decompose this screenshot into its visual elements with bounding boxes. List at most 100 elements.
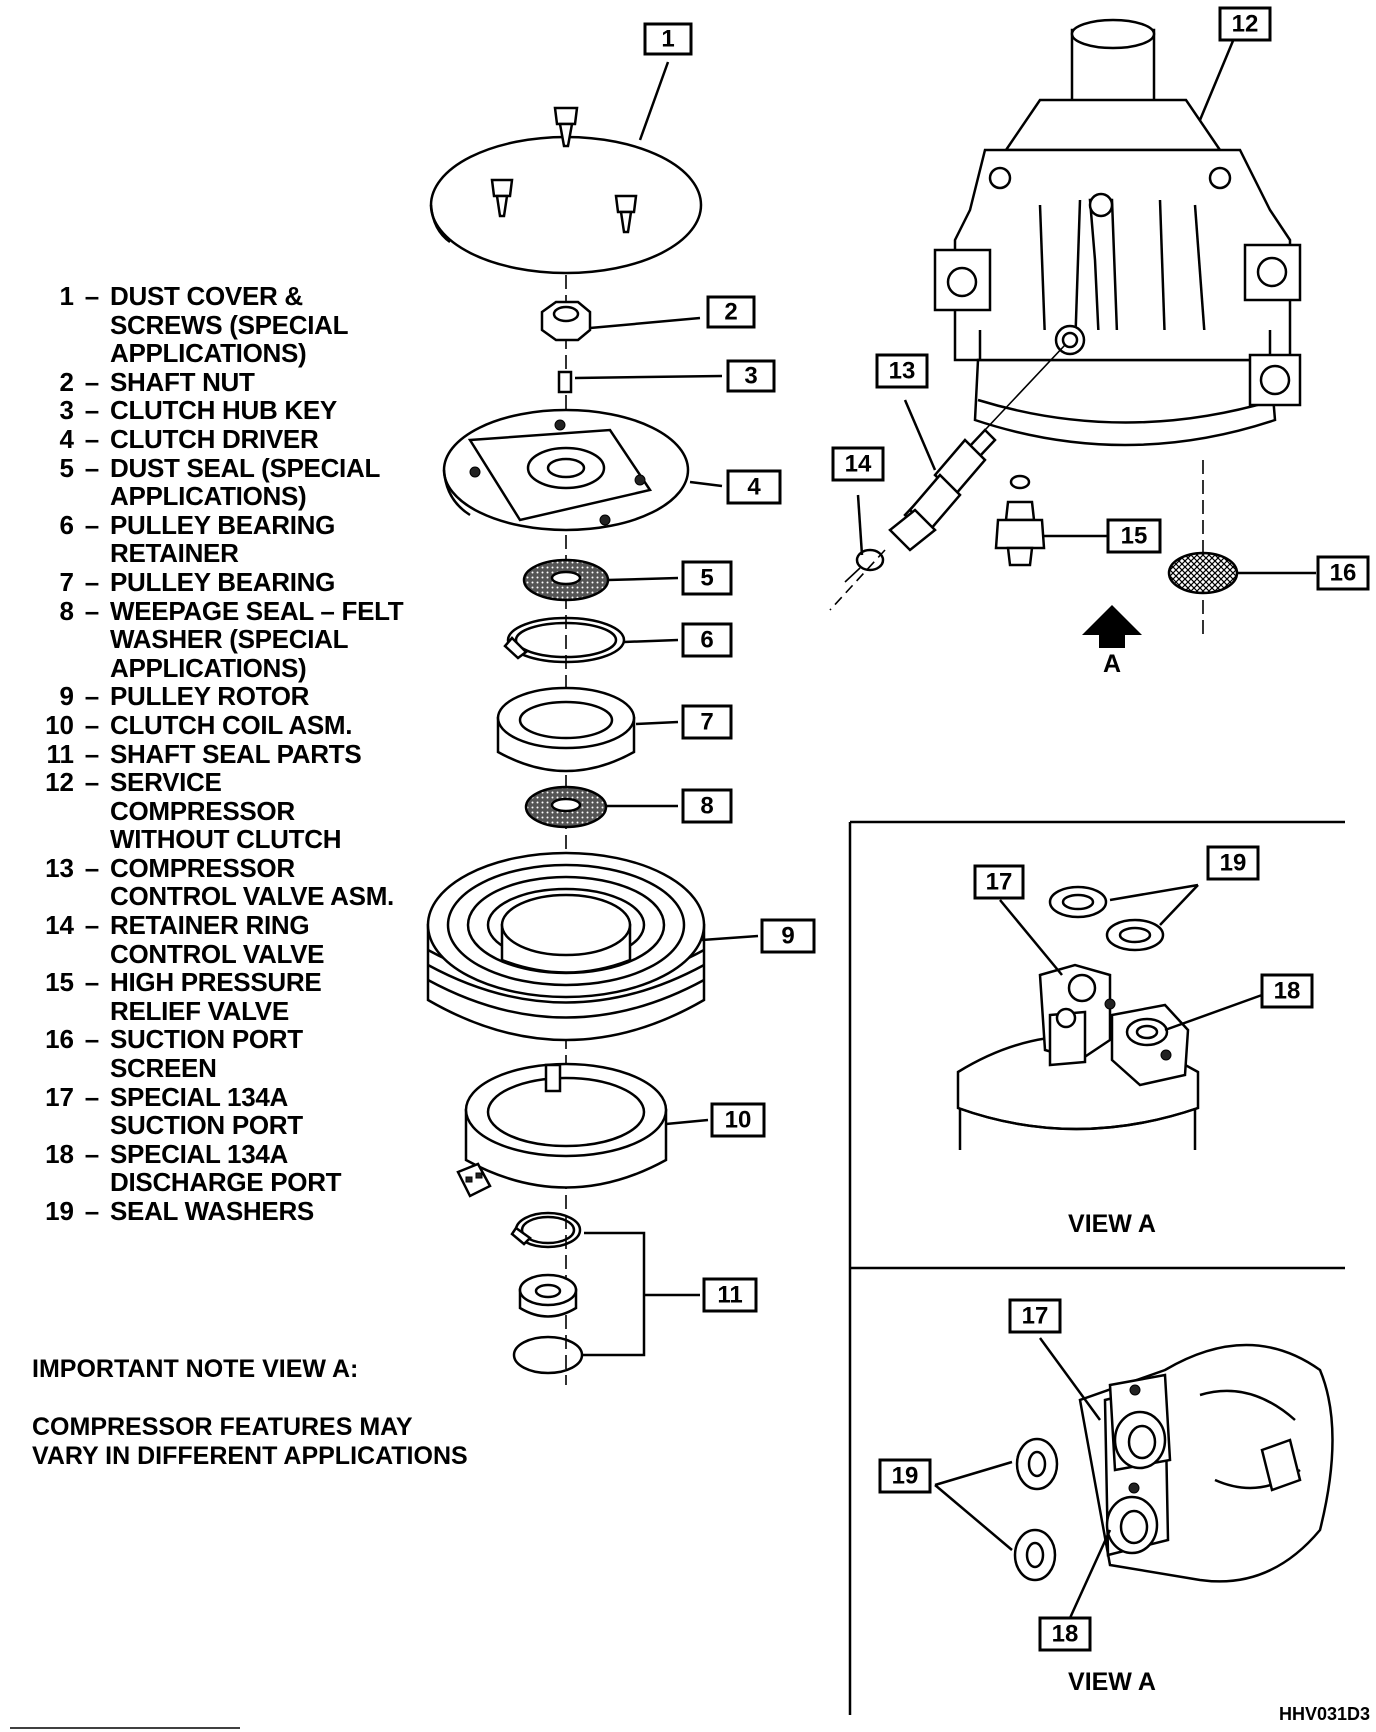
legend-number: 13 [45, 852, 74, 883]
callout-3: 3 [726, 359, 776, 393]
svg-text:2: 2 [724, 299, 737, 326]
view-frames [848, 820, 1345, 1715]
important-note: IMPORTANT NOTE VIEW A: COMPRESSOR FEATUR… [32, 1355, 468, 1471]
callout-19-bottom: 19 [878, 1458, 932, 1494]
legend-text: SERVICE COMPRESSOR WITHOUT CLUTCH [110, 767, 342, 855]
svg-text:16: 16 [1330, 560, 1357, 587]
note-body: COMPRESSOR FEATURES MAY VARY IN DIFFEREN… [32, 1413, 468, 1470]
legend-dash: – [84, 452, 100, 483]
hub-key-part [557, 370, 573, 394]
legend-text: SEAL WASHERS [110, 1196, 314, 1226]
legend-text: DUST SEAL (SPECIAL APPLICATIONS) [110, 452, 381, 512]
legend-number: 9 [59, 681, 74, 712]
legend-dash: – [84, 681, 100, 712]
screen-part [1167, 551, 1239, 595]
view-a-bottom-drawing [1013, 1343, 1334, 1583]
legend-text: COMPRESSOR CONTROL VALVE ASM. [110, 852, 394, 912]
clutch-driver-part [442, 408, 690, 532]
legend-dash: – [84, 423, 100, 454]
legend-number: 18 [45, 1138, 74, 1169]
callout-5: 5 [681, 560, 733, 596]
legend-number: 6 [59, 509, 74, 540]
legend-item: 13–COMPRESSOR CONTROL VALVE ASM. [30, 854, 450, 911]
svg-text:7: 7 [700, 709, 713, 736]
svg-text:6: 6 [700, 627, 713, 654]
legend-item: 8–WEEPAGE SEAL – FELT WASHER (SPECIAL AP… [30, 595, 450, 683]
legend-item: 14–RETAINER RING CONTROL VALVE [30, 911, 450, 968]
drawing-code: HHV031D3 [1279, 1704, 1370, 1724]
legend-text: DUST COVER & SCREWS (SPECIAL APPLICATION… [110, 281, 349, 369]
legend-number: 5 [59, 452, 74, 483]
callout-8: 8 [681, 788, 733, 824]
callout-1: 1 [643, 22, 693, 56]
svg-text:14: 14 [845, 451, 872, 478]
callout-16: 16 [1316, 555, 1370, 591]
legend-item: 2–SHAFT NUT [30, 368, 450, 397]
legend-number: 2 [59, 366, 74, 397]
legend-number: 15 [45, 967, 74, 998]
legend-text: CLUTCH HUB KEY [110, 395, 337, 426]
pulley-rotor-part [426, 851, 706, 1042]
svg-text:17: 17 [986, 869, 1013, 896]
callout-12: 12 [1218, 6, 1272, 42]
legend-dash: – [84, 281, 100, 311]
callout-19-top: 19 [1206, 845, 1260, 881]
legend-item: 10–CLUTCH COIL ASM. [30, 711, 450, 740]
svg-text:18: 18 [1052, 1621, 1079, 1648]
legend-number: 11 [46, 738, 75, 769]
compressor-body-part [933, 18, 1302, 635]
callout-18-top: 18 [1260, 973, 1314, 1009]
svg-text:3: 3 [744, 363, 757, 390]
legend-text: PULLEY BEARING [110, 566, 336, 597]
relief-valve-part [994, 474, 1046, 567]
legend-item: 16–SUCTION PORT SCREEN [30, 1025, 450, 1082]
callout-2: 2 [706, 295, 756, 329]
legend-dash: – [84, 395, 100, 426]
legend-dash: – [84, 910, 100, 941]
svg-text:9: 9 [781, 923, 794, 950]
legend-item: 7–PULLEY BEARING [30, 568, 450, 597]
legend-text: SHAFT NUT [110, 366, 255, 397]
callout-7: 7 [681, 704, 733, 740]
svg-text:8: 8 [700, 793, 713, 820]
callout-13: 13 [875, 353, 929, 389]
view-a-top-label: VIEW A [1068, 1210, 1156, 1238]
legend-item: 12–SERVICE COMPRESSOR WITHOUT CLUTCH [30, 768, 450, 854]
legend-text: SPECIAL 134A DISCHARGE PORT [110, 1138, 342, 1198]
parts-legend: 1–DUST COVER & SCREWS (SPECIAL APPLICATI… [30, 282, 450, 1226]
note-title: IMPORTANT NOTE VIEW A: [32, 1355, 359, 1383]
view-a-top-drawing [956, 885, 1200, 1150]
legend-text: SHAFT SEAL PARTS [110, 738, 362, 769]
callout-18-bottom: 18 [1038, 1616, 1092, 1652]
legend-dash: – [84, 709, 100, 740]
legend-number: 12 [45, 767, 74, 798]
legend-item: 9–PULLEY ROTOR [30, 682, 450, 711]
callout-17-bottom: 17 [1008, 1298, 1062, 1334]
dust-seal-part [522, 558, 610, 602]
legend-dash: – [84, 1138, 100, 1169]
legend-number: 8 [59, 595, 74, 626]
legend-item: 5–DUST SEAL (SPECIAL APPLICATIONS) [30, 452, 450, 512]
legend-number: 3 [59, 395, 74, 426]
weepage-seal-part [524, 785, 608, 829]
legend-item: 17–SPECIAL 134A SUCTION PORT [30, 1081, 450, 1140]
leader-lines [574, 35, 1316, 1641]
legend-text: RETAINER RING CONTROL VALVE [110, 910, 325, 969]
callout-6: 6 [681, 622, 733, 658]
legend-dash: – [84, 366, 100, 397]
legend-number: 10 [45, 709, 74, 740]
legend-dash: – [84, 1024, 100, 1055]
svg-text:19: 19 [1220, 850, 1247, 877]
control-valve-part [829, 344, 1066, 611]
callout-15: 15 [1106, 518, 1162, 554]
legend-number: 1 [59, 281, 74, 311]
svg-text:11: 11 [717, 1282, 742, 1309]
legend-item: 1–DUST COVER & SCREWS (SPECIAL APPLICATI… [30, 282, 450, 368]
legend-number: 17 [45, 1081, 74, 1112]
legend-item: 19–SEAL WASHERS [30, 1197, 450, 1226]
legend-item: 3–CLUTCH HUB KEY [30, 396, 450, 425]
legend-text: CLUTCH COIL ASM. [110, 709, 353, 740]
legend-item: 15–HIGH PRESSURE RELIEF VALVE [30, 968, 450, 1025]
clutch-coil-part [456, 1062, 668, 1198]
